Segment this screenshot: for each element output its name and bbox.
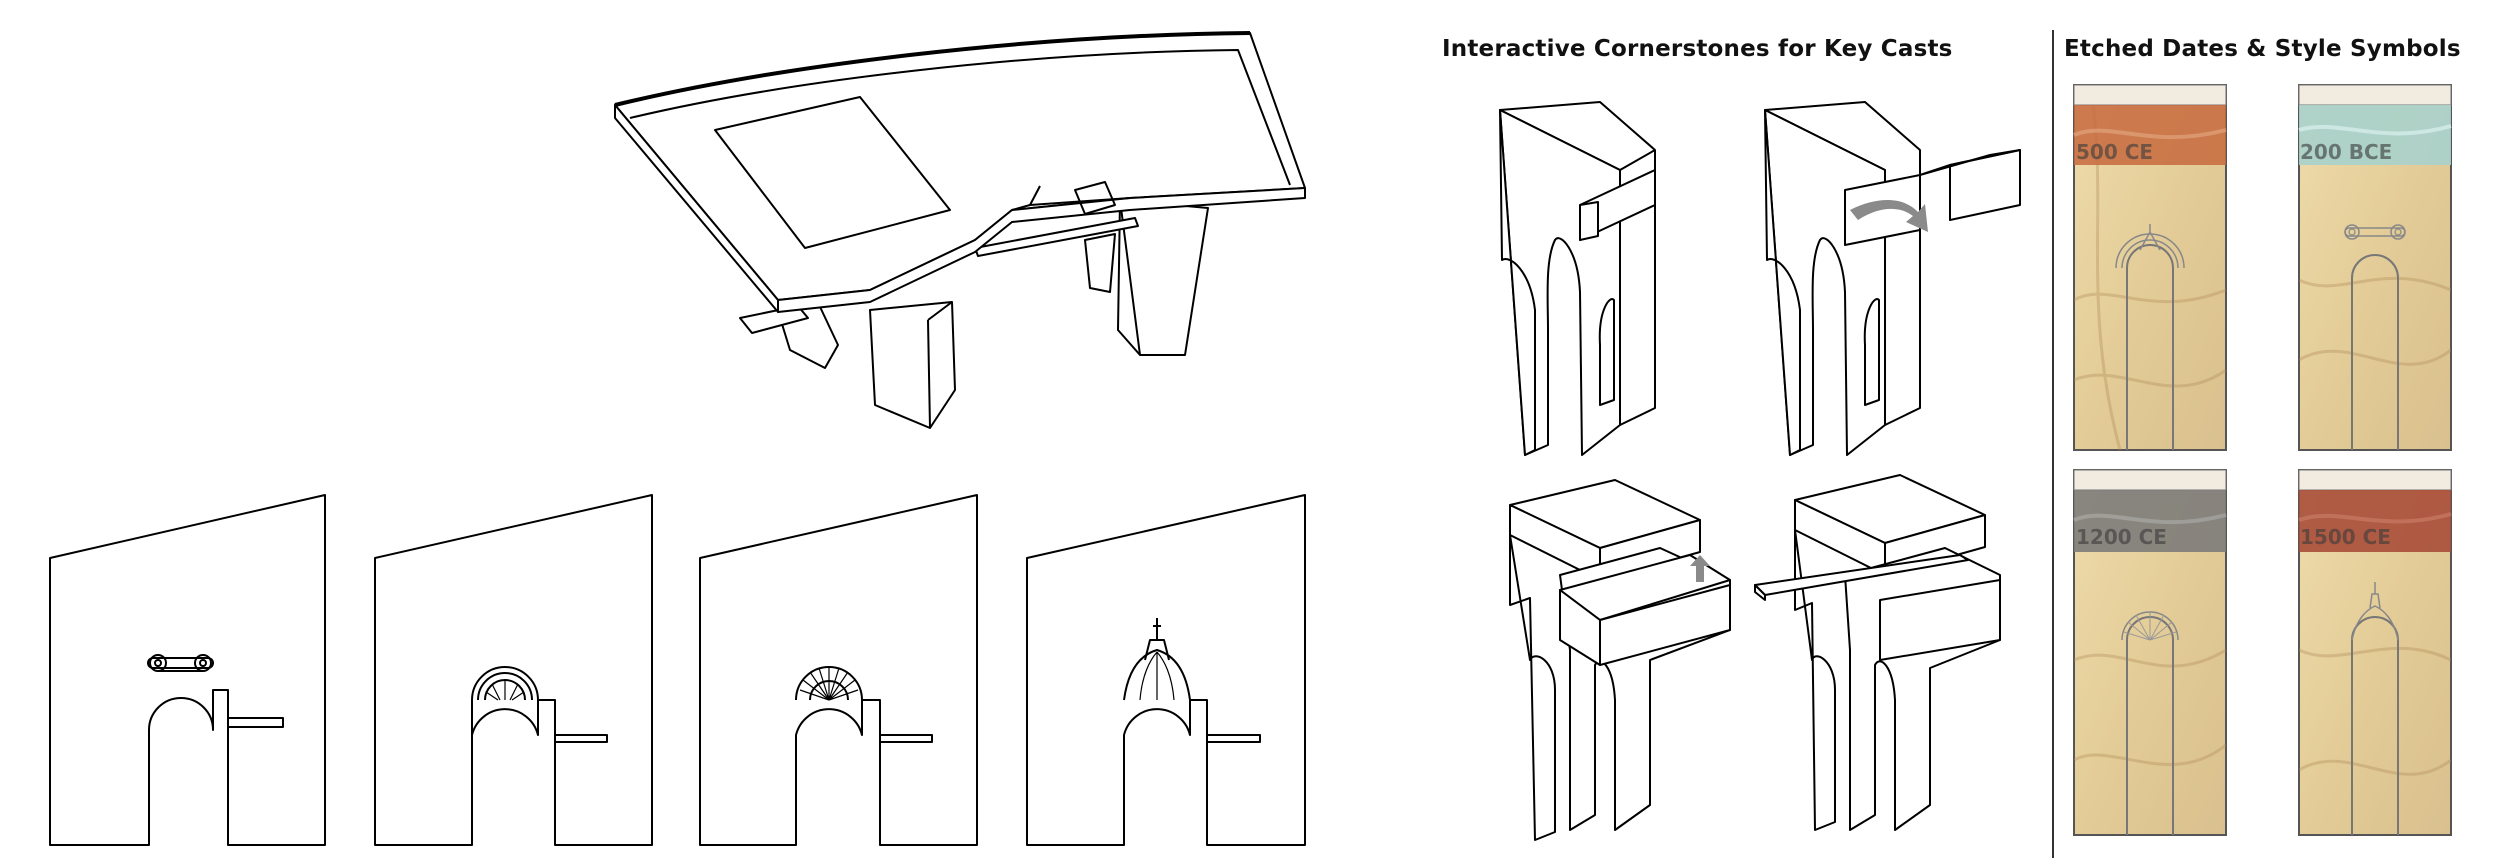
arch-elevation-2 <box>374 494 653 846</box>
arch-elevation-1 <box>49 494 326 846</box>
lift-arrow-icon <box>1690 555 1710 582</box>
etched-heading: Etched Dates & Style Symbols <box>2064 36 2461 62</box>
cornerstone-closed <box>1499 101 1656 456</box>
slide-arrow-icon <box>1850 200 1928 232</box>
dome-lantern-symbol <box>1123 618 1191 701</box>
arch-elevation-4 <box>1026 494 1306 846</box>
panel-date-200bce: 200 BCE <box>2300 140 2393 164</box>
panel-date-500ce: 500 CE <box>2076 140 2154 164</box>
cornerstone-lid-tilt <box>1509 479 1731 841</box>
etched-panel-1500ce <box>2298 469 2452 836</box>
panel-date-1500ce: 1500 CE <box>2300 525 2391 549</box>
cornerstone-drawer-open <box>1754 474 2001 831</box>
cornerstones-heading: Interactive Cornerstones for Key Casts <box>1442 36 1953 62</box>
curved-bench-perspective <box>614 31 1306 429</box>
etched-panel-200bce <box>2298 84 2452 451</box>
etched-panel-500ce <box>2073 84 2227 451</box>
cornerstone-slide-open <box>1764 101 2021 456</box>
rose-window-symbol <box>795 666 863 701</box>
rose-arch-symbol <box>471 666 539 735</box>
arch-elevation-3 <box>699 494 978 846</box>
panel-date-1200ce: 1200 CE <box>2076 525 2167 549</box>
ionic-capital-symbol <box>147 654 214 672</box>
etched-panel-1200ce <box>2073 469 2227 836</box>
